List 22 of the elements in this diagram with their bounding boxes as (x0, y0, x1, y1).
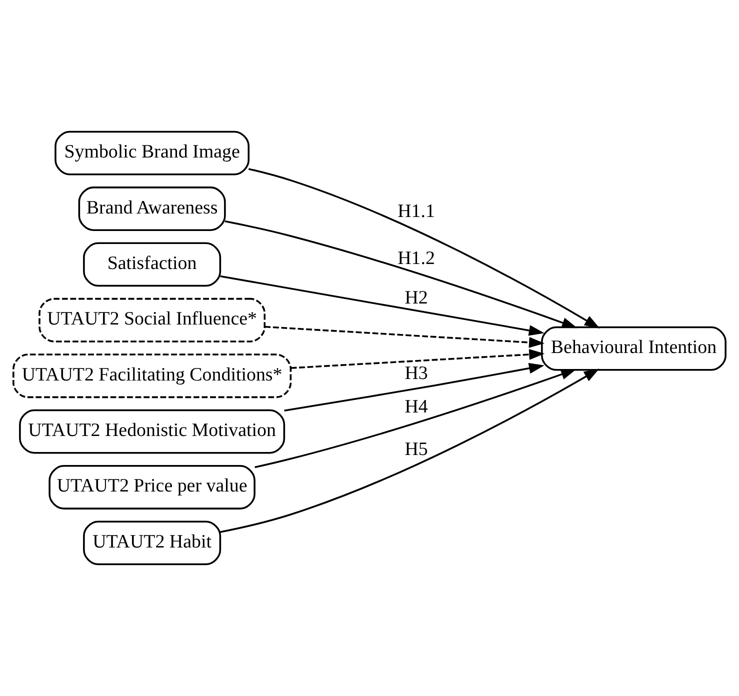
edge-label: H5 (404, 439, 428, 460)
node-box: Brand Awareness (78, 186, 226, 231)
node-box: UTAUT2 Price per value (48, 465, 256, 510)
node-box: UTAUT2 Facilitating Conditions* (12, 354, 292, 398)
edge-label: H3 (404, 363, 428, 384)
arrow (220, 275, 544, 336)
arrow (290, 349, 545, 369)
arrow (248, 168, 600, 328)
node-box: Behavioural Intention (541, 326, 726, 371)
edge-label: H4 (404, 396, 428, 418)
arrow (264, 326, 544, 348)
node-box: UTAUT2 Hedonistic Motivation (19, 409, 286, 454)
arrow (220, 368, 600, 533)
edge-label: H1.1 (398, 200, 435, 222)
arrow (224, 220, 578, 328)
edge-label: H2 (404, 287, 428, 308)
node-box: UTAUT2 Social Influence* (38, 298, 266, 342)
edge-label: H1.2 (398, 248, 435, 270)
node-box: UTAUT2 Habit (83, 520, 222, 566)
arrow (254, 369, 576, 468)
node-box: Symbolic Brand Image (54, 130, 250, 176)
node-box: Satisfaction (83, 242, 222, 287)
